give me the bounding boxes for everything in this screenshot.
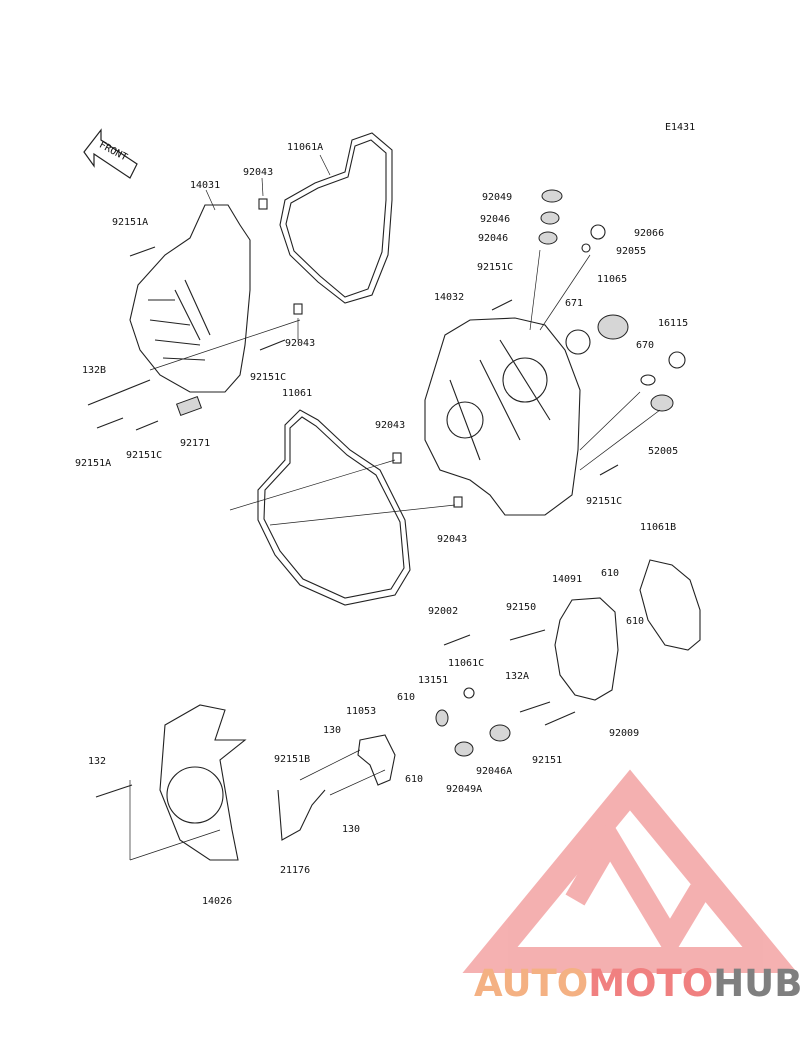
front-arrow-icon: FRONT [83, 128, 138, 179]
label-610: 610 [601, 568, 619, 579]
cover-14091 [554, 597, 619, 701]
label-21176: 21176 [280, 865, 310, 876]
label-92150: 92150 [506, 602, 536, 613]
label-11065: 11065 [597, 274, 627, 285]
label-610: 610 [397, 692, 415, 703]
gasket-11061b [639, 559, 701, 651]
cover-14032 [424, 317, 581, 516]
label-92151b: 92151B [274, 754, 310, 765]
label-92151a: 92151A [112, 217, 148, 228]
label-610: 610 [626, 616, 644, 627]
gasket-11061 [257, 409, 411, 606]
label-132a: 132A [505, 671, 529, 682]
label-92151c: 92151C [250, 372, 286, 383]
label-92151c: 92151C [477, 262, 513, 273]
part-92049 [541, 189, 563, 203]
label-92151: 92151 [532, 755, 562, 766]
label-92046a: 92046A [476, 766, 512, 777]
label-132b: 132B [82, 365, 106, 376]
label-52005: 52005 [648, 446, 678, 457]
part-16115 [668, 351, 686, 369]
label-92055: 92055 [616, 246, 646, 257]
label-14032: 14032 [434, 292, 464, 303]
label-11061: 11061 [282, 388, 312, 399]
label-92066: 92066 [634, 228, 664, 239]
part-11065 [597, 314, 629, 340]
label-16115: 16115 [658, 318, 688, 329]
label-14026: 14026 [202, 896, 232, 907]
part-92049a [454, 741, 474, 757]
label-92002: 92002 [428, 606, 458, 617]
label-13151: 13151 [418, 675, 448, 686]
part-labels: 11061A 92043 14031 92151A 92043 92151C 1… [75, 142, 688, 907]
cover-14031 [129, 204, 251, 417]
label-11053: 11053 [346, 706, 376, 717]
part-13151 [435, 709, 449, 727]
label-92043: 92043 [437, 534, 467, 545]
label-92043: 92043 [243, 167, 273, 178]
part-671 [565, 329, 591, 355]
diagram-code: E1431 [665, 122, 695, 133]
label-610: 610 [405, 774, 423, 785]
label-11061c: 11061C [448, 658, 484, 669]
part-92046a2 [489, 724, 511, 742]
label-92046: 92046 [480, 214, 510, 225]
part-11061c [463, 687, 475, 699]
label-11061b: 11061B [640, 522, 676, 533]
label-92009: 92009 [609, 728, 639, 739]
part-92046b [538, 231, 558, 245]
bracket-11053 [357, 734, 396, 786]
bolts [87, 198, 619, 798]
label-92046: 92046 [478, 233, 508, 244]
label-92151a: 92151A [75, 458, 111, 469]
gasket-11061a [279, 132, 393, 304]
label-14031: 14031 [190, 180, 220, 191]
label-92043: 92043 [285, 338, 315, 349]
label-92043: 92043 [375, 420, 405, 431]
part-92171 [175, 395, 203, 417]
label-92151c: 92151C [586, 496, 622, 507]
label-132: 132 [88, 756, 106, 767]
watermark-text: AUTOMOTOHUB [474, 962, 800, 1005]
label-130: 130 [323, 725, 341, 736]
part-670 [640, 374, 656, 386]
label-130: 130 [342, 824, 360, 835]
part-92055 [581, 243, 591, 253]
hose-21176 [277, 789, 326, 841]
watermark-part2: MOTO [588, 962, 713, 1005]
label-92049a: 92049A [446, 784, 482, 795]
part-92046a [540, 211, 560, 225]
label-92049: 92049 [482, 192, 512, 203]
label-11061a: 11061A [287, 142, 323, 153]
automotohub-logo [462, 769, 798, 973]
leader-lines [129, 154, 661, 861]
watermark-part1: AUTO [474, 962, 588, 1005]
cover-14026 [159, 704, 247, 861]
part-52005 [650, 394, 674, 412]
label-670: 670 [636, 340, 654, 351]
label-92151c: 92151C [126, 450, 162, 461]
label-92171: 92171 [180, 438, 210, 449]
label-671: 671 [565, 298, 583, 309]
watermark-part3: HUB [713, 962, 800, 1005]
label-14091: 14091 [552, 574, 582, 585]
part-92066 [590, 224, 606, 240]
